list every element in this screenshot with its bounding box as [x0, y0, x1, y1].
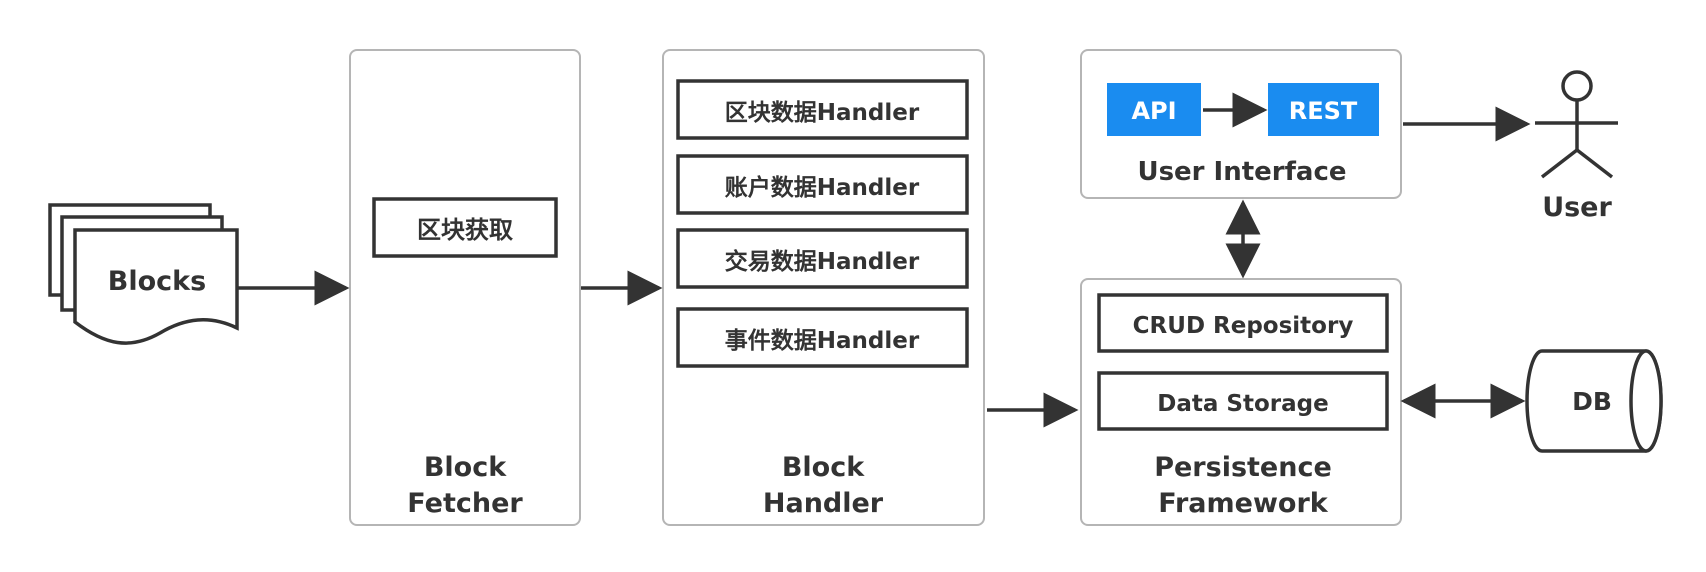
handler-box-transaction-data [676, 228, 969, 289]
user-head [1561, 70, 1593, 102]
api-box [1107, 83, 1201, 136]
persistence-title-line1: Persistence [1154, 452, 1332, 483]
user-interface-container: API REST User Interface [1080, 49, 1402, 199]
handler-label-account-data: 账户数据Handler [725, 174, 920, 201]
handler-label-transaction-data: 交易数据Handler [725, 248, 920, 275]
user-interface-title: User Interface [1137, 157, 1346, 187]
handler-box-account-data [676, 154, 969, 215]
handler-label-event-data: 事件数据Handler [725, 328, 920, 354]
persistence-title-line2: Framework [1158, 488, 1329, 519]
block-fetch-box [372, 197, 558, 258]
user-actor: User [1535, 70, 1618, 223]
user-leg-right [1575, 148, 1614, 179]
rest-box [1268, 83, 1379, 136]
handler-box-block-data [676, 79, 969, 140]
persistence-framework-container: CRUD Repository Data Storage Persistence… [1080, 278, 1402, 526]
block-fetcher-container: 区块获取 Block Fetcher [349, 49, 581, 526]
block-fetch-label: 区块获取 [417, 216, 513, 244]
handler-label-block-data: 区块数据Handler [725, 100, 920, 126]
blocks-label: Blocks [108, 266, 206, 297]
block-handler-title-line1: Block [782, 452, 865, 483]
block-fetcher-title-line1: Block [424, 452, 507, 483]
blocks-document-stack: Blocks [48, 203, 239, 345]
db-label: DB [1572, 387, 1612, 416]
crud-repository-label: CRUD Repository [1133, 313, 1354, 339]
blocks-document-front [73, 228, 239, 345]
rest-label: REST [1289, 97, 1358, 125]
data-storage-box [1097, 371, 1389, 431]
api-label: API [1131, 97, 1176, 125]
block-handler-container: 区块数据Handler 账户数据Handler 交易数据Handler 事件数据… [662, 49, 985, 526]
data-storage-label: Data Storage [1157, 391, 1328, 417]
block-handler-title-line2: Handler [763, 488, 884, 519]
block-fetcher-title-line2: Fetcher [407, 488, 523, 519]
crud-repository-box [1097, 293, 1389, 353]
database-cylinder: DB [1525, 349, 1663, 453]
user-label: User [1542, 192, 1612, 223]
block-fetcher-frame [349, 49, 581, 526]
user-leg-left [1540, 148, 1579, 179]
db-cylinder-cap [1629, 349, 1663, 453]
handler-box-event-data [676, 307, 969, 368]
